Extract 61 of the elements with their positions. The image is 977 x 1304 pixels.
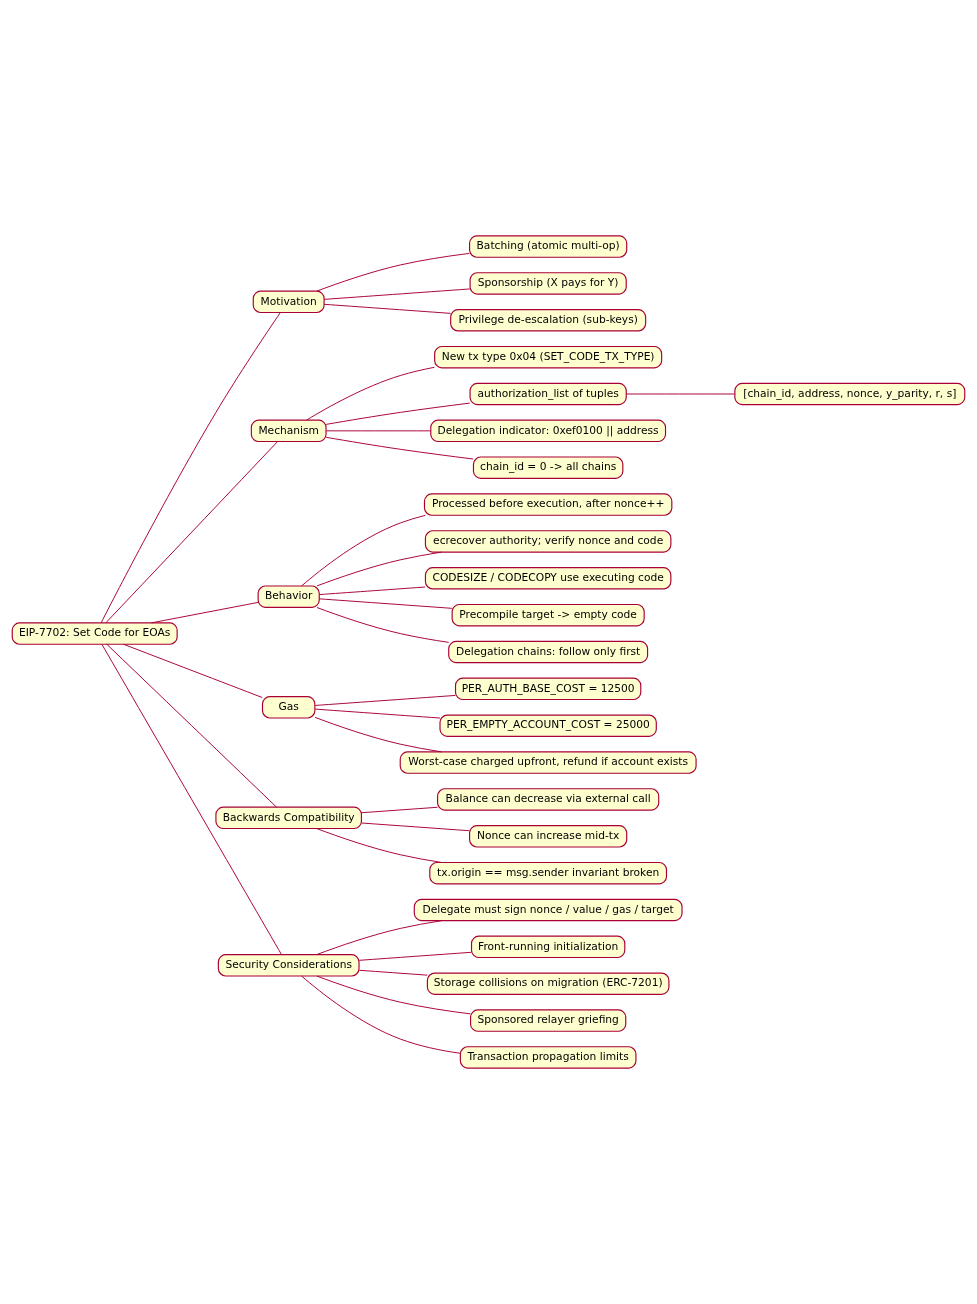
connector	[105, 441, 279, 624]
connector	[316, 607, 450, 643]
connector	[314, 708, 441, 719]
node-box: Security Considerations	[217, 954, 360, 977]
node-box: Precompile target -> empty code	[451, 603, 645, 627]
connector	[301, 975, 461, 1054]
node-box: authorization_list of tuples	[469, 382, 627, 406]
connector	[316, 551, 443, 587]
node-box: ecrecover authority; verify nonce and code	[424, 530, 672, 553]
node-box: PER_EMPTY_ACCOUNT_COST = 25000	[439, 714, 657, 737]
node-box: Backwards Compatibility	[215, 806, 362, 830]
node-box: CODESIZE / CODECOPY use executing code	[424, 567, 672, 590]
node-box: Delegation chains: follow only first	[448, 640, 649, 664]
connector	[318, 586, 426, 596]
connector	[123, 643, 263, 698]
connector	[151, 601, 259, 624]
connector	[314, 716, 443, 753]
connector	[316, 975, 471, 1015]
node-box: EIP-7702: Set Code for EOAs	[11, 622, 178, 645]
connector	[106, 643, 277, 808]
node-box: Delegate must sign nonce / value / gas / target	[413, 898, 683, 922]
node-box: Storage collisions on migration (ERC-7201)	[426, 972, 670, 995]
connector	[325, 436, 474, 460]
connector	[358, 969, 428, 976]
node-box: Worst-case charged upfront, refund if account exists	[399, 751, 697, 774]
connector	[101, 644, 282, 956]
connector	[325, 402, 471, 425]
connector	[361, 806, 438, 814]
node-box: Batching (atomic multi-op)	[469, 235, 628, 258]
node-box: Privilege de-escalation (sub-keys)	[450, 309, 647, 332]
connector	[316, 920, 443, 955]
node-box: Front-running initialization	[470, 935, 626, 959]
connector	[625, 393, 736, 395]
connector	[323, 303, 451, 314]
node-box: PER_AUTH_BASE_COST = 12500	[454, 677, 642, 701]
node-box: Transaction propagation limits	[459, 1046, 637, 1069]
connector	[325, 430, 432, 432]
node-box: New tx type 0x04 (SET_CODE_TX_TYPE)	[434, 345, 663, 369]
connector	[301, 514, 426, 587]
node-box: Mechanism	[250, 419, 327, 443]
node-box: Motivation	[252, 290, 325, 314]
connector	[358, 951, 472, 961]
connector	[100, 312, 281, 624]
connector	[306, 366, 435, 421]
connector	[316, 828, 443, 863]
node-box: Sponsorship (X pays for Y)	[469, 272, 627, 295]
node-box: Balance can decrease via external call	[437, 788, 660, 811]
node-box: Behavior	[257, 585, 320, 608]
node-box: [chain_id, address, nonce, y_parity, r, s]	[734, 382, 966, 406]
connector	[361, 822, 470, 832]
connector	[318, 598, 453, 609]
connector	[316, 252, 470, 292]
connector	[323, 288, 471, 300]
node-box: tx.origin == msg.sender invariant broken	[429, 861, 668, 885]
node-box: chain_id = 0 -> all chains	[472, 456, 624, 479]
node-box: Delegation indicator: 0xef0100 || address	[430, 419, 667, 443]
node-box: Gas	[261, 696, 316, 719]
connector	[314, 694, 456, 706]
node-box: Processed before execution, after nonce++	[423, 493, 673, 516]
node-box: Sponsored relayer griefing	[470, 1009, 627, 1032]
node-box: Nonce can increase mid-tx	[469, 825, 628, 848]
